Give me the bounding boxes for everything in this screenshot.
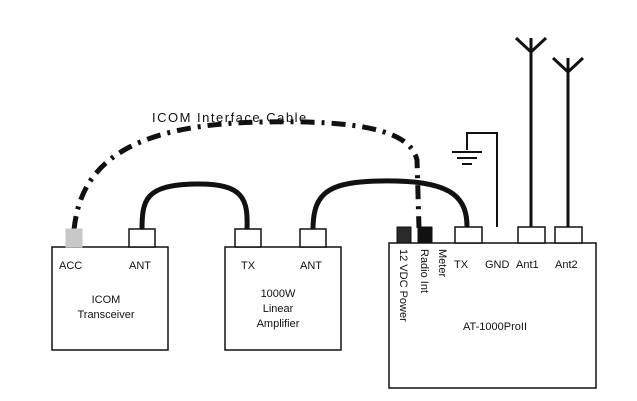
tuner-port-gnd-label: GND bbox=[485, 259, 510, 271]
icom-transceiver: ACC ANT ICOM Transceiver bbox=[51, 228, 169, 351]
ground-wire bbox=[466, 132, 498, 227]
transceiver-body bbox=[51, 246, 169, 351]
power-connector bbox=[396, 226, 412, 244]
tuner-port-ant2-label: Ant2 bbox=[555, 259, 578, 271]
coax-transceiver-to-amplifier bbox=[139, 181, 250, 231]
amplifier-body bbox=[224, 246, 342, 351]
amplifier-port-tx-label: TX bbox=[241, 260, 256, 272]
amplifier-port-ant-label: ANT bbox=[300, 260, 322, 272]
coax-amplifier-to-tuner bbox=[310, 178, 470, 231]
ground-icon bbox=[452, 151, 482, 165]
amplifier-name-line3: Amplifier bbox=[257, 318, 300, 330]
tuner-ant2-connector bbox=[554, 226, 583, 244]
tuner-port-power-label: 12 VDC Power bbox=[397, 249, 409, 322]
transceiver-name-line1: ICOM bbox=[92, 294, 121, 306]
transceiver-name-line2: Transceiver bbox=[77, 309, 134, 321]
amplifier-tx-connector bbox=[234, 228, 262, 248]
transceiver-ant-connector bbox=[128, 228, 156, 248]
transceiver-port-ant-label: ANT bbox=[129, 260, 151, 272]
amplifier-name-line1: 1000W bbox=[261, 288, 296, 300]
tuner-tx-connector bbox=[454, 226, 483, 244]
cable-label: ICOM Interface Cable bbox=[152, 110, 308, 125]
linear-amplifier: TX ANT 1000W Linear Amplifier bbox=[224, 228, 342, 351]
antenna-2-icon bbox=[551, 56, 585, 228]
amplifier-ant-connector bbox=[299, 228, 327, 248]
tuner-port-radio-label: Radio Int bbox=[418, 249, 430, 293]
at-1000proii-tuner: 12 VDC Power Radio Int Meter TX GND Ant1… bbox=[388, 226, 597, 389]
tuner-ant1-connector bbox=[517, 226, 546, 244]
tuner-port-ant1-label: Ant1 bbox=[516, 259, 539, 271]
tuner-name: AT-1000ProII bbox=[463, 321, 527, 333]
tuner-port-tx-label: TX bbox=[454, 259, 469, 271]
transceiver-port-acc-label: ACC bbox=[59, 260, 82, 272]
tuner-body bbox=[388, 242, 597, 389]
amplifier-name-line2: Linear bbox=[263, 303, 294, 315]
antenna-1-icon bbox=[514, 36, 548, 228]
icom-interface-cable bbox=[71, 119, 422, 231]
acc-connector bbox=[65, 228, 83, 248]
radio-int-connector bbox=[417, 226, 433, 244]
tuner-port-meter-label: Meter bbox=[436, 249, 448, 277]
